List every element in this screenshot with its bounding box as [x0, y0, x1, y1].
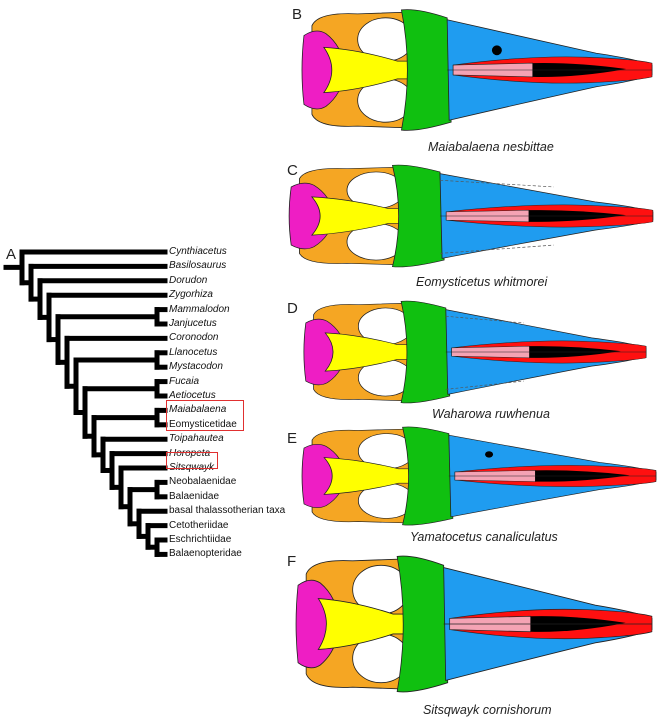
taxon-label: Janjucetus — [169, 318, 217, 329]
caption-waharowa: Waharowa ruwhenua — [432, 407, 550, 421]
taxon-label: Sitsqwayk — [169, 462, 215, 473]
taxon-label: Balaenopteridae — [169, 548, 242, 560]
taxon-label: Toipahautea — [169, 433, 224, 445]
taxon-label: Mystacodon — [169, 361, 223, 373]
reconstruction-dashed-line — [439, 244, 554, 254]
reconstruction-dashed-line — [445, 315, 524, 324]
skull-sitsqwayk — [295, 555, 653, 693]
taxon-label: Llanocetus — [169, 346, 218, 358]
taxon-label: Cetotheriidae — [169, 519, 229, 531]
caption-maiabalaena: Maiabalaena nesbittae — [428, 140, 554, 154]
skull-waharowa — [303, 300, 647, 404]
taxon-label: Basilosaurus — [169, 260, 227, 272]
skull-eomysticetus — [288, 164, 654, 268]
panel-label-b: B — [292, 6, 303, 23]
panel-label-e: E — [287, 430, 298, 447]
caption-yamatocetus: Yamatocetus canaliculatus — [410, 530, 558, 544]
panel-label-f: F — [287, 553, 297, 570]
taxon-label: Aetiocetus — [169, 390, 216, 401]
taxon-label: Maiabalaena — [169, 404, 227, 416]
taxon-label: Mammalodon — [169, 303, 230, 315]
taxon-label: Balaenidae — [169, 490, 220, 502]
taxon-label: Neobalaenidae — [169, 476, 237, 488]
highlight-box-sitsqwayk — [166, 452, 218, 469]
caption-eomysticetus: Eomysticetus whitmorei — [416, 275, 548, 289]
reconstruction-dashed-line — [445, 380, 524, 390]
panel-label-a: A — [6, 246, 17, 263]
skull-maiabalaena — [301, 9, 653, 131]
taxon-label: Fucaia — [169, 375, 200, 387]
skull-yamatocetus — [301, 426, 657, 526]
highlight-box-maiabalaena-eomysticetidae — [166, 400, 244, 431]
taxon-label: Eomysticetidae — [169, 418, 237, 430]
reconstruction-dashed-line — [439, 179, 554, 188]
taxon-label: Eschrichtiidae — [169, 534, 232, 545]
caption-sitsqwayk: Sitsqwayk cornishorum — [423, 703, 552, 717]
taxon-label: Coronodon — [169, 332, 219, 344]
taxon-label: Cynthiacetus — [169, 246, 227, 257]
panel-label-c: C — [287, 162, 298, 179]
cladogram — [3, 249, 168, 557]
foramen-dot — [485, 451, 494, 458]
taxon-label: Dorudon — [169, 274, 208, 286]
taxon-label: Zygorhiza — [169, 289, 213, 301]
panel-label-d: D — [287, 300, 298, 317]
taxon-label: Horopeta — [169, 447, 211, 459]
taxon-label: basal thalassotherian taxa — [169, 505, 286, 517]
foramen-dot — [491, 45, 502, 56]
